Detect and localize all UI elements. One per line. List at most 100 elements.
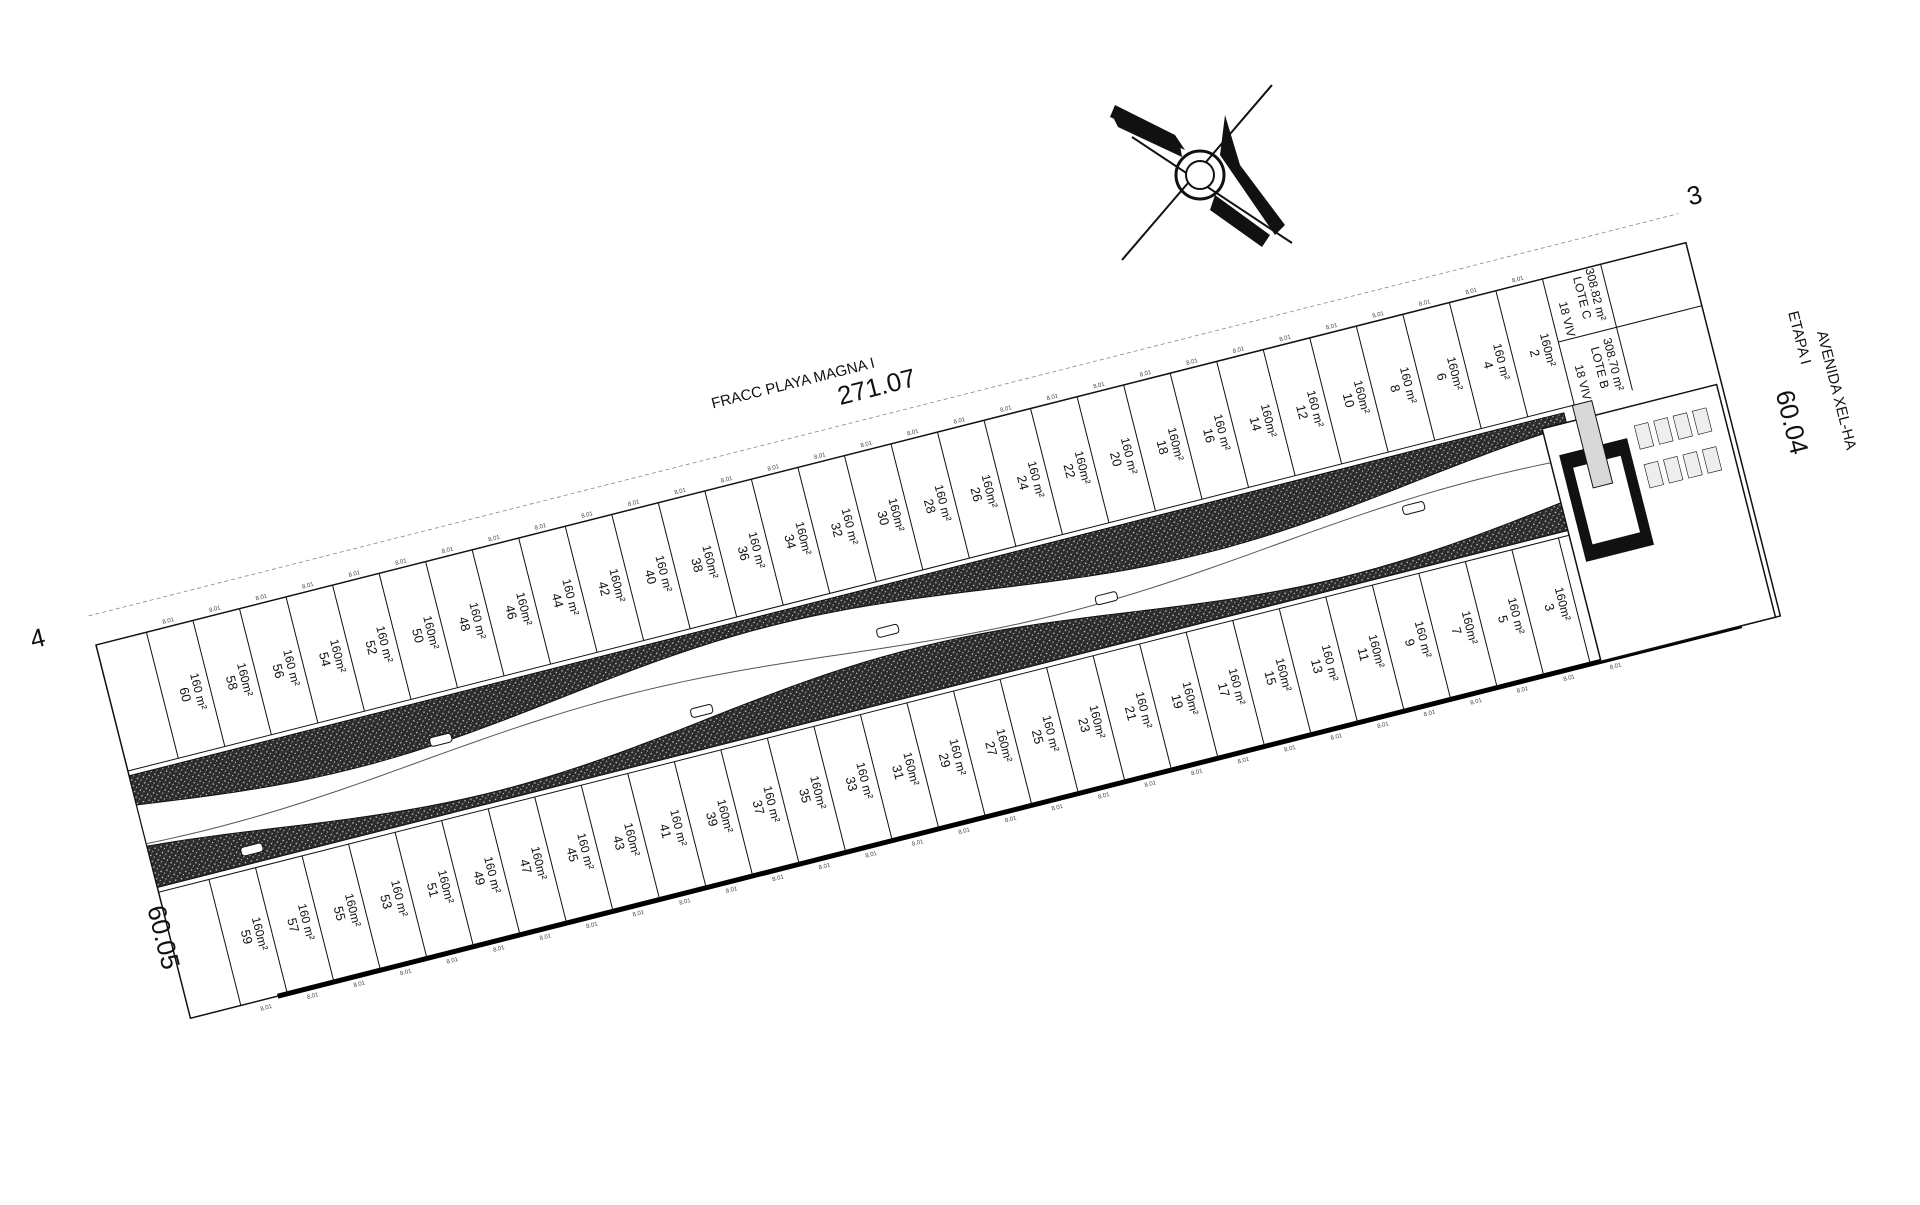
lot-number: 44: [549, 592, 567, 610]
lot-frontage-tick: 8.01: [720, 476, 733, 485]
parking-space: [1672, 412, 1693, 440]
vertex-west-label: 4: [27, 622, 48, 655]
lot-frontage-tick: 8.01: [1512, 276, 1525, 285]
lot-line: [890, 443, 924, 570]
lot-frontage-tick: 8.01: [1186, 358, 1199, 367]
lot-line: [704, 490, 738, 618]
lot-frontage-tick: 8.01: [1330, 733, 1343, 742]
lot-frontage-tick: 8.01: [1325, 323, 1338, 332]
lote-b-units: 18 VIV: [1572, 363, 1594, 401]
lot-number: 46: [502, 603, 520, 621]
lot-frontage-tick: 8.01: [767, 464, 780, 473]
lot-number: 23: [1075, 716, 1093, 734]
south-boundary-line: [277, 623, 1743, 999]
car-icon: [429, 732, 453, 747]
lot-number: 5: [1495, 614, 1511, 625]
lot-line: [580, 785, 614, 912]
lot-line: [255, 867, 288, 994]
lot-number: 2: [1527, 348, 1543, 359]
lot-number: 24: [1014, 474, 1032, 492]
car-icon: [1094, 591, 1119, 606]
lot-number: 27: [982, 740, 1000, 758]
lot-line: [906, 702, 940, 829]
lot-frontage-tick: 8.01: [1372, 311, 1385, 320]
lot-back-line: [127, 404, 1575, 772]
lot-number: 36: [735, 544, 753, 562]
lot-frontage-tick: 8.01: [958, 827, 971, 836]
lot-line: [999, 679, 1033, 806]
lot-frontage-tick: 8.01: [674, 487, 687, 496]
lot-frontage-tick: 8.01: [255, 593, 268, 602]
stage-label: ETAPA I: [1784, 309, 1814, 366]
lot-number: 15: [1261, 669, 1279, 687]
lot-frontage-tick: 8.01: [907, 429, 920, 438]
lot-line: [238, 608, 272, 735]
lot-number: 51: [424, 881, 442, 899]
lot-number: 58: [223, 674, 241, 692]
lot-line: [766, 738, 800, 865]
east-dimension: 60.04: [1770, 387, 1815, 457]
lot-line: [1511, 549, 1545, 676]
lot-number: 33: [843, 775, 861, 793]
lot-number: 8: [1387, 383, 1403, 394]
lot-number: 42: [595, 580, 613, 598]
lot-frontage-tick: 8.01: [1279, 334, 1292, 343]
access-gate: [1571, 400, 1614, 489]
lot-line: [1185, 632, 1219, 759]
lot-line: [797, 467, 831, 594]
lot-number: 28: [921, 497, 939, 515]
lot-frontage-tick: 8.01: [1144, 780, 1157, 789]
parking-space: [1701, 446, 1723, 474]
lot-number: 25: [1029, 728, 1047, 746]
lot-line: [145, 632, 179, 759]
lot-frontage-tick: 8.01: [860, 440, 873, 449]
lote-c-units: 18 VIV: [1556, 300, 1578, 338]
lot-frontage-tick: 8.01: [1284, 745, 1297, 754]
lot-frontage-tick: 8.01: [260, 1004, 273, 1013]
lot-number: 57: [284, 916, 302, 934]
lot-frontage-tick: 8.01: [814, 452, 827, 461]
car-icon: [240, 842, 264, 857]
lot-line: [750, 479, 784, 606]
lot-number: 16: [1200, 427, 1218, 445]
lot-line: [208, 879, 242, 1006]
lot-number: 59: [238, 928, 256, 946]
lot-number: 21: [1122, 704, 1140, 722]
car-icon: [1402, 501, 1426, 515]
lot-number: 13: [1308, 657, 1326, 675]
lot-number: 56: [269, 662, 287, 680]
lot-number: 34: [781, 533, 799, 551]
parking-space: [1643, 460, 1664, 489]
lot-number: 35: [796, 787, 814, 805]
lot-number: 54: [316, 650, 334, 668]
lot-frontage-tick: 8.01: [679, 898, 692, 907]
lot-line: [1278, 608, 1312, 735]
lot-number: 50: [409, 627, 427, 645]
lot-line: [1139, 643, 1173, 771]
lot-line: [936, 431, 970, 559]
lot-number: 31: [889, 763, 907, 781]
lot-number: 18: [1154, 438, 1172, 456]
lot-line: [332, 585, 365, 712]
lot-frontage-tick: 8.01: [488, 535, 501, 544]
lot-frontage-tick: 8.01: [1465, 287, 1478, 296]
lot-frontage-tick: 8.01: [493, 945, 506, 954]
lot-line: [1076, 396, 1110, 523]
lot-frontage-tick: 8.01: [441, 546, 454, 555]
lot-frontage-tick: 8.01: [400, 968, 413, 977]
lot-line: [564, 526, 598, 653]
lot-frontage-tick: 8.01: [1232, 346, 1245, 355]
lot-line: [720, 749, 754, 877]
lot-line: [1309, 337, 1343, 465]
north-arrow-icon: [1110, 84, 1293, 261]
lot-number: 43: [610, 834, 628, 852]
parking-space: [1653, 417, 1674, 445]
lot-frontage-tick: 8.01: [772, 874, 785, 883]
lot-line: [627, 773, 661, 900]
parking-space: [1633, 422, 1655, 450]
lot-line: [1325, 596, 1359, 724]
lot-frontage-tick: 8.01: [581, 511, 594, 520]
lot-number: 29: [936, 751, 954, 769]
lot-frontage-tick: 8.01: [446, 957, 459, 966]
lot-frontage-tick: 8.01: [1000, 405, 1013, 414]
